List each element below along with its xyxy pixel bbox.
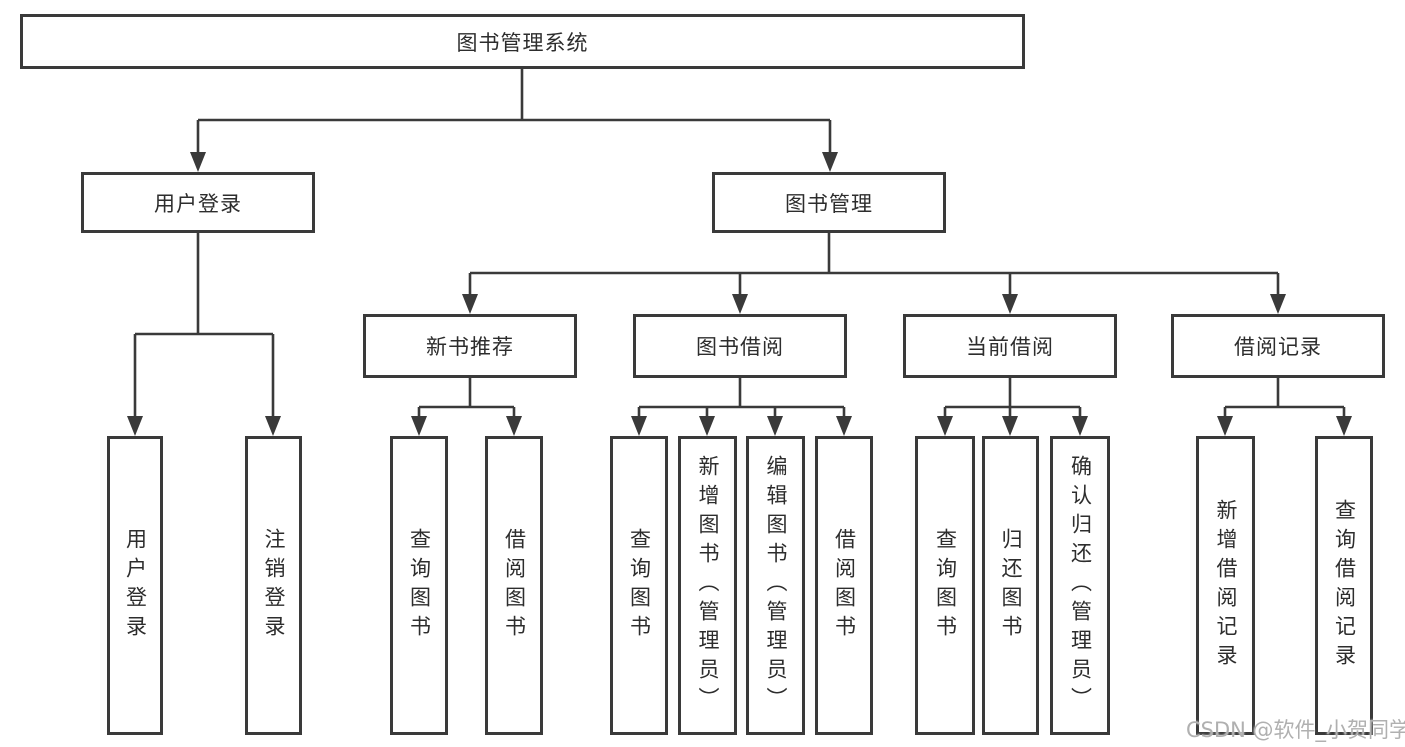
node-leaf-borrow-books-1: 借阅图书 [485,436,543,735]
leaf-label: 借阅图书 [832,527,857,644]
node-leaf-confirm-return-admin: 确认归还（管理员） [1050,436,1110,735]
node-leaf-add-borrow-record: 新增借阅记录 [1196,436,1255,735]
leaf-label: 用户登录 [123,527,148,644]
node-leaf-query-books-1: 查询图书 [390,436,448,735]
node-book-management-module: 图书管理 [712,172,946,233]
leaf-label: 新增图书（管理员） [696,455,720,716]
node-leaf-query-books-2: 查询图书 [610,436,668,735]
leaf-label: 查询图书 [407,527,432,644]
node-leaf-logout: 注销登录 [245,436,302,735]
node-leaf-query-books-3: 查询图书 [915,436,975,735]
node-library-management-system: 图书管理系统 [20,14,1025,69]
node-leaf-borrow-books-2: 借阅图书 [815,436,873,735]
node-user-login-module: 用户登录 [81,172,315,233]
node-leaf-add-books-admin: 新增图书（管理员） [678,436,737,735]
node-leaf-user-login: 用户登录 [107,436,163,735]
leaf-label: 查询借阅记录 [1332,498,1357,673]
leaf-label: 确认归还（管理员） [1068,455,1093,716]
leaf-label: 查询图书 [627,527,652,644]
node-borrowing-records: 借阅记录 [1171,314,1385,378]
leaf-label: 注销登录 [262,527,286,644]
node-current-borrowing: 当前借阅 [903,314,1117,378]
csdn-watermark: CSDN @软件_小贺同学 [1186,718,1405,742]
leaf-label: 新增借阅记录 [1214,498,1238,673]
leaf-label: 借阅图书 [502,527,527,644]
leaf-label: 查询图书 [933,527,958,644]
node-leaf-query-borrow-record: 查询借阅记录 [1315,436,1373,735]
node-new-book-recommendation: 新书推荐 [363,314,577,378]
leaf-label: 编辑图书（管理员） [764,455,788,716]
node-book-borrowing: 图书借阅 [633,314,847,378]
node-leaf-return-books: 归还图书 [982,436,1039,735]
node-leaf-edit-books-admin: 编辑图书（管理员） [746,436,805,735]
leaf-label: 归还图书 [999,527,1023,644]
